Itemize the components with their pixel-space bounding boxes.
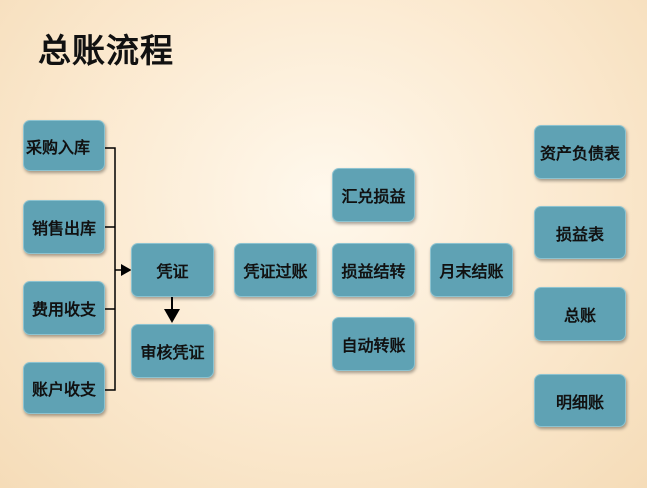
- node-general-ledger: 总账: [534, 287, 626, 341]
- node-auto-transfer: 自动转账: [332, 317, 415, 371]
- node-income-statement: 损益表: [534, 206, 626, 259]
- page-title: 总账流程: [38, 31, 174, 70]
- node-month-end-close: 月末结账: [430, 243, 513, 297]
- node-balance-sheet: 资产负债表: [534, 125, 626, 179]
- node-exchange-gain-loss: 汇兑损益: [332, 168, 415, 222]
- node-purchase-in: 采购入库: [23, 120, 105, 171]
- node-detail-ledger: 明细账: [534, 374, 626, 427]
- node-profit-loss-carry: 损益结转: [332, 243, 415, 297]
- node-review-voucher: 审核凭证: [131, 324, 214, 378]
- node-account-payment: 账户收支: [23, 362, 105, 414]
- source-bracket-line: [105, 147, 116, 391]
- node-voucher-posting: 凭证过账: [234, 243, 317, 297]
- node-voucher: 凭证: [131, 243, 214, 297]
- node-sales-out: 销售出库: [23, 200, 105, 254]
- node-expense-payment: 费用收支: [23, 281, 105, 335]
